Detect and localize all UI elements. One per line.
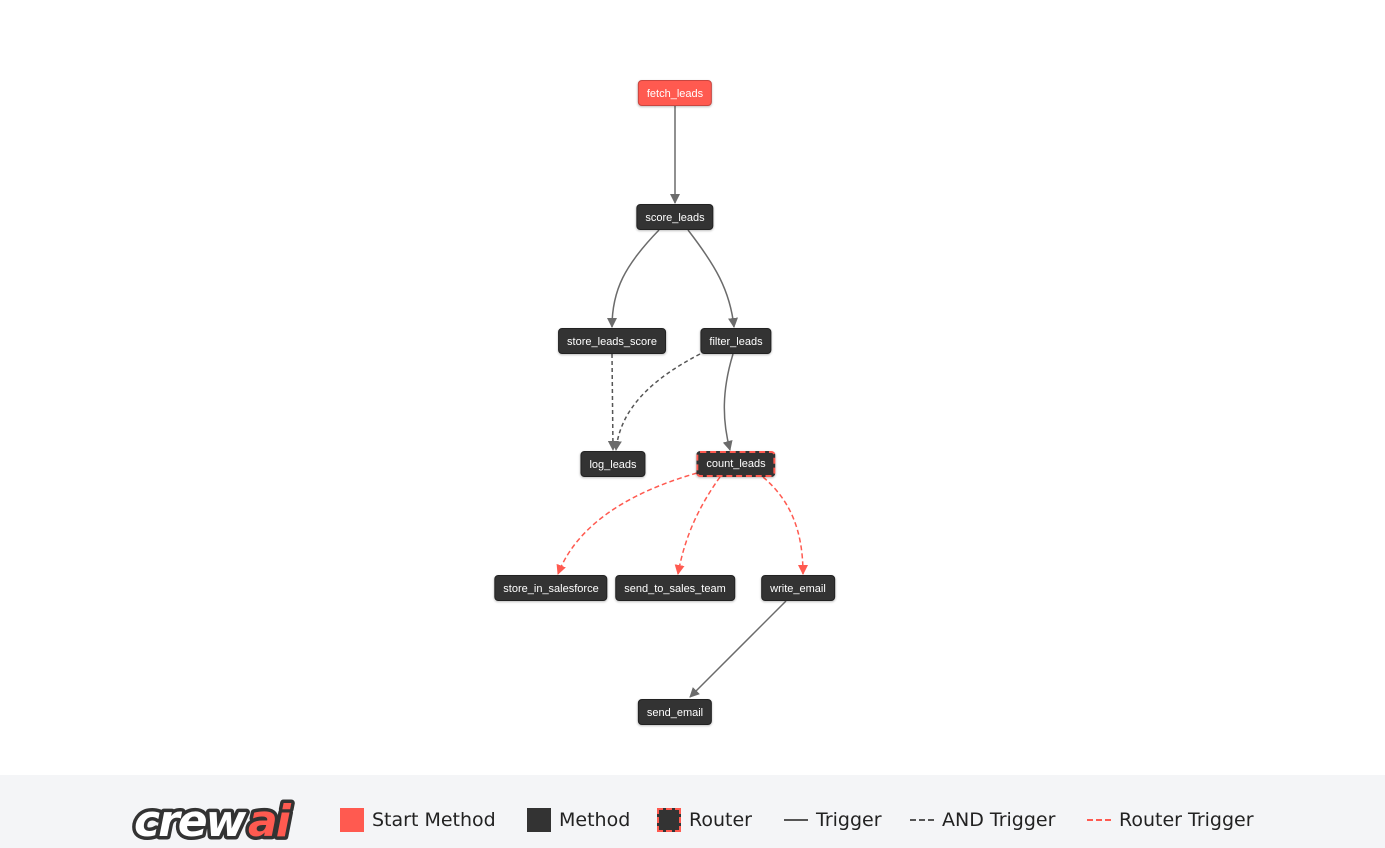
legend-bar: Start Method Method Router Trigger AND T…: [0, 775, 1385, 848]
edge-store-leads-score-to-log-leads: [607, 353, 618, 451]
flow-canvas[interactable]: fetch_leads score_leads store_leads_scor…: [0, 0, 1385, 775]
legend-trigger-label: Trigger: [816, 809, 882, 831]
trigger-line-sample: [784, 819, 808, 821]
crewai-logo: crew ai: [131, 793, 298, 847]
node-count-leads[interactable]: count_leads: [696, 451, 776, 477]
edge-score-leads-to-store-leads-score: [607, 229, 660, 328]
node-write-email[interactable]: write_email: [761, 575, 835, 601]
edge-filter-leads-to-count-leads: [722, 353, 734, 451]
node-send-email[interactable]: send_email: [637, 699, 713, 725]
edges-layer: [556, 106, 808, 698]
legend-trigger: Trigger: [784, 805, 882, 835]
legend-and-trigger-label: AND Trigger: [942, 809, 1056, 831]
node-log-leads[interactable]: log_leads: [580, 451, 646, 477]
edge-filter-leads-to-log-leads: [611, 353, 701, 451]
legend-router-trigger: Router Trigger: [1087, 805, 1254, 835]
node-score-leads[interactable]: score_leads: [636, 204, 714, 230]
router-trigger-line-sample: [1087, 819, 1111, 821]
svg-text:ai: ai: [248, 796, 292, 846]
legend-start-method: Start Method: [340, 805, 496, 835]
legend-method-label: Method: [559, 809, 631, 831]
start-method-swatch: [340, 808, 364, 832]
node-store-in-salesforce[interactable]: store_in_salesforce: [494, 575, 608, 601]
edge-write-email-to-send-email: [689, 600, 787, 698]
edge-score-leads-to-filter-leads: [687, 229, 739, 328]
and-trigger-line-sample: [910, 819, 934, 821]
legend-router-trigger-label: Router Trigger: [1119, 809, 1254, 831]
legend-router-label: Router: [689, 809, 752, 831]
node-send-to-sales-team[interactable]: send_to_sales_team: [615, 575, 735, 601]
legend-router: Router: [657, 805, 752, 835]
node-filter-leads[interactable]: filter_leads: [700, 328, 772, 354]
legend-and-trigger: AND Trigger: [910, 805, 1055, 835]
svg-text:crew: crew: [134, 796, 247, 846]
node-store-leads-score[interactable]: store_leads_score: [558, 328, 666, 354]
edge-count-leads-to-store-in-salesforce: [556, 472, 698, 575]
node-fetch-leads[interactable]: fetch_leads: [637, 80, 713, 106]
edge-count-leads-to-write-email: [762, 476, 808, 575]
method-swatch: [527, 808, 551, 832]
router-swatch: [657, 808, 681, 832]
edge-count-leads-to-send-to-sales-team: [674, 476, 721, 575]
legend-start-method-label: Start Method: [372, 809, 496, 831]
legend-method: Method: [527, 805, 630, 835]
